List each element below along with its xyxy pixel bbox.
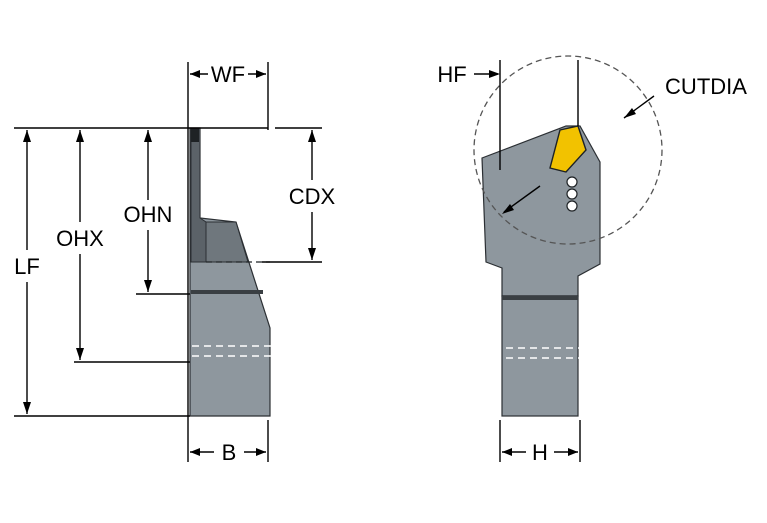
arrowhead: [308, 130, 316, 142]
side-view: WF CDX LF OHX OHN B: [14, 62, 336, 465]
cdx-label: CDX: [289, 184, 336, 209]
side-view-band: [191, 290, 263, 294]
clamp-hole: [566, 200, 578, 212]
hf-label: HF: [437, 62, 466, 87]
arrowhead: [76, 130, 84, 142]
b-label: B: [222, 440, 237, 465]
h-label: H: [532, 440, 548, 465]
cutdia-label: CUTDIA: [665, 74, 747, 99]
arrowhead: [624, 108, 636, 118]
lf-label: LF: [14, 254, 40, 279]
front-view-shank: [501, 295, 579, 417]
arrowhead: [502, 448, 512, 456]
front-view-band: [502, 296, 578, 300]
side-view-blade: [190, 127, 207, 263]
ohx-label: OHX: [56, 226, 104, 251]
arrowhead: [256, 448, 266, 456]
cutdia-circle: [473, 55, 663, 245]
arrowhead: [190, 70, 200, 78]
arrowhead: [144, 130, 152, 142]
wf-label: WF: [211, 62, 245, 87]
arrowhead: [23, 402, 31, 414]
arrowhead: [23, 130, 31, 142]
front-view: HF CUTDIA H: [437, 55, 747, 465]
side-view-insert: [191, 128, 199, 142]
clamp-hole: [566, 188, 578, 200]
side-view-clamp: [205, 221, 249, 263]
clamp-hole: [566, 176, 578, 188]
arrowhead: [489, 70, 500, 78]
arrowhead: [190, 448, 200, 456]
arrowhead: [568, 448, 578, 456]
front-view-insert: [549, 125, 587, 173]
ohn-label: OHN: [124, 202, 173, 227]
arrowhead: [256, 70, 266, 78]
side-view-body: [189, 127, 271, 417]
arrowhead: [308, 248, 316, 260]
arrowhead: [502, 204, 514, 214]
arrowhead: [144, 280, 152, 292]
arrowhead: [76, 348, 84, 360]
